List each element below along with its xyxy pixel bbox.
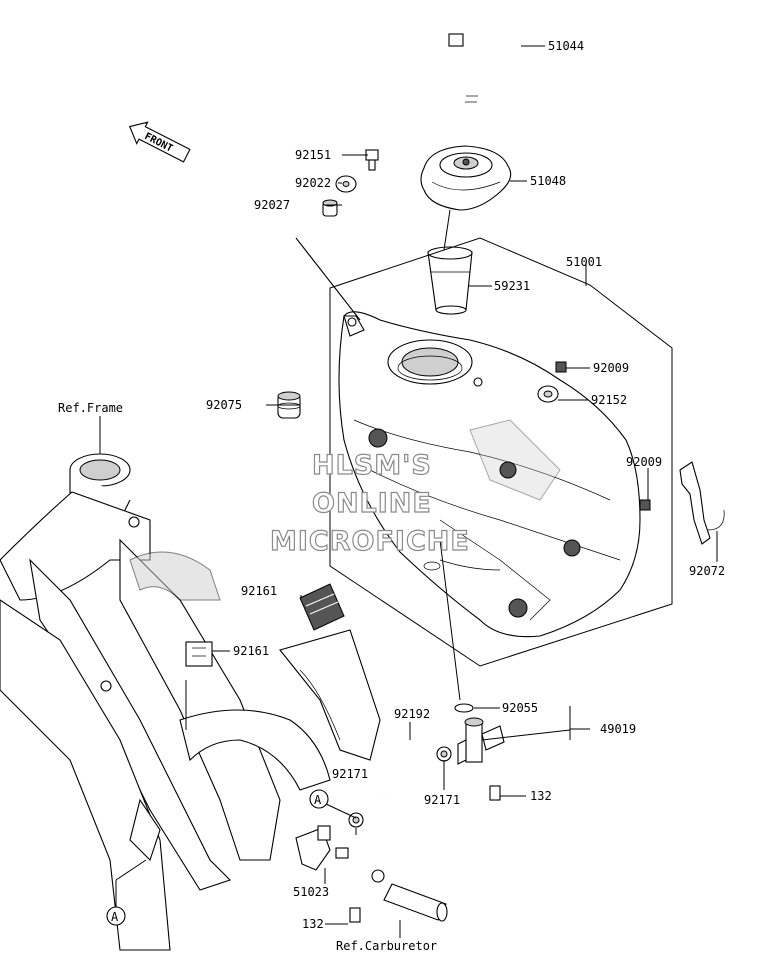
bolt-132-lower — [349, 907, 361, 923]
o-ring-92055 — [454, 703, 474, 713]
part-label-92055: 92055 — [502, 701, 538, 715]
fuel-tank-51001 — [338, 311, 641, 638]
callout-a-lower-label: A — [111, 910, 119, 924]
part-label-132-lower: 132 — [302, 917, 324, 931]
part-label-92151: 92151 — [295, 148, 331, 162]
part-label-92072: 92072 — [689, 564, 725, 578]
part-label-92152: 92152 — [591, 393, 627, 407]
clamp-small — [371, 869, 385, 883]
damper-92161-upper — [299, 583, 345, 631]
part-label-92075: 92075 — [206, 398, 242, 412]
part-label-92171-right: 92171 — [424, 793, 460, 807]
part-label-92022: 92022 — [295, 176, 331, 190]
ref-carburetor-label: Ref.Carburetor — [336, 939, 437, 953]
ref-frame-label: Ref.Frame — [58, 401, 123, 415]
fuel-hose-92192 — [379, 732, 442, 803]
part-label-132-upper: 132 — [530, 789, 552, 803]
bolt-132-upper — [489, 785, 501, 801]
frame-reference — [0, 453, 331, 951]
part-label-92192: 92192 — [394, 707, 430, 721]
watermark-line3: MICROFICHE — [270, 526, 470, 557]
callout-a-upper: A — [309, 789, 329, 809]
part-label-92161-upper: 92161 — [241, 584, 277, 598]
fuel-cap-51048 — [420, 145, 512, 211]
fuel-filter-59231 — [427, 246, 473, 315]
front-arrow-icon: FRONT — [128, 121, 191, 163]
carburetor-hose — [383, 883, 448, 922]
washer-92022 — [335, 175, 357, 193]
bolt-92009-lower — [639, 499, 651, 511]
collar-92027 — [322, 199, 338, 217]
tank-assembly-box — [329, 237, 673, 667]
grommet-92075 — [277, 391, 301, 419]
fuel-cock-49019 — [457, 717, 505, 765]
part-label-51048: 51048 — [530, 174, 566, 188]
watermark-line1: HLSM'S — [312, 450, 432, 481]
bracket-piece — [279, 629, 381, 761]
callout-a-upper-label: A — [314, 793, 322, 807]
bolt-92151 — [365, 149, 379, 171]
watermark-line2: ONLINE — [312, 488, 432, 519]
part-label-51001: 51001 — [566, 255, 602, 269]
part-label-49019: 49019 — [600, 722, 636, 736]
part-label-92027: 92027 — [254, 198, 290, 212]
part-label-51044: 51044 — [548, 39, 584, 53]
washer-92152 — [537, 385, 559, 403]
fuel-cock-51023 — [295, 825, 349, 871]
part-label-92009-lower: 92009 — [626, 455, 662, 469]
breather-hose-51044 — [448, 33, 523, 131]
callout-a-lower: A — [106, 906, 126, 926]
part-label-59231: 59231 — [494, 279, 530, 293]
damper-92161-lower — [185, 641, 213, 667]
strap-92072 — [679, 461, 725, 545]
part-label-51023: 51023 — [293, 885, 329, 899]
clamp-92171-a — [348, 812, 364, 828]
clamp-92171-b — [436, 746, 452, 762]
part-label-92171-left: 92171 — [332, 767, 368, 781]
bolt-92009-upper — [555, 361, 567, 373]
leader-lines — [99, 45, 718, 938]
part-label-92161-lower: 92161 — [233, 644, 269, 658]
part-label-92009-upper: 92009 — [593, 361, 629, 375]
